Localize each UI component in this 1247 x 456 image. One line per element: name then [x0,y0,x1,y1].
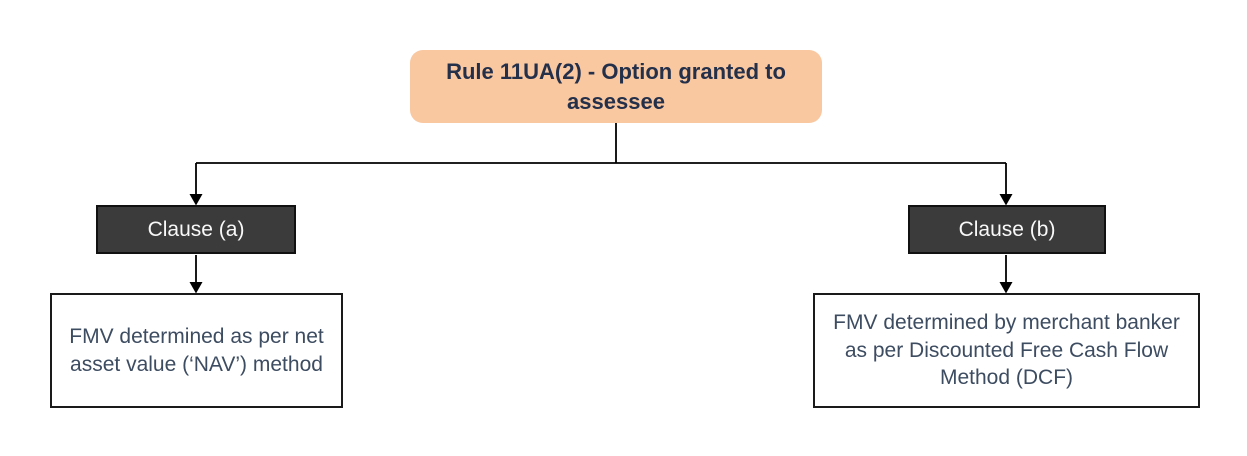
arrowhead-desc-b [999,282,1013,294]
arrowhead-clause-a [189,194,203,206]
node-clause-a: Clause (a) [96,205,296,254]
node-dcf-method-description: FMV determined by merchant banker as per… [813,293,1200,408]
node-clause-b: Clause (b) [908,205,1106,254]
arrowhead-desc-a [189,282,203,294]
arrowhead-clause-b [999,194,1013,206]
node-rule-11ua2-root: Rule 11UA(2) - Option granted to assesse… [410,50,822,123]
node-nav-method-description: FMV determined as per net asset value (‘… [50,293,343,408]
